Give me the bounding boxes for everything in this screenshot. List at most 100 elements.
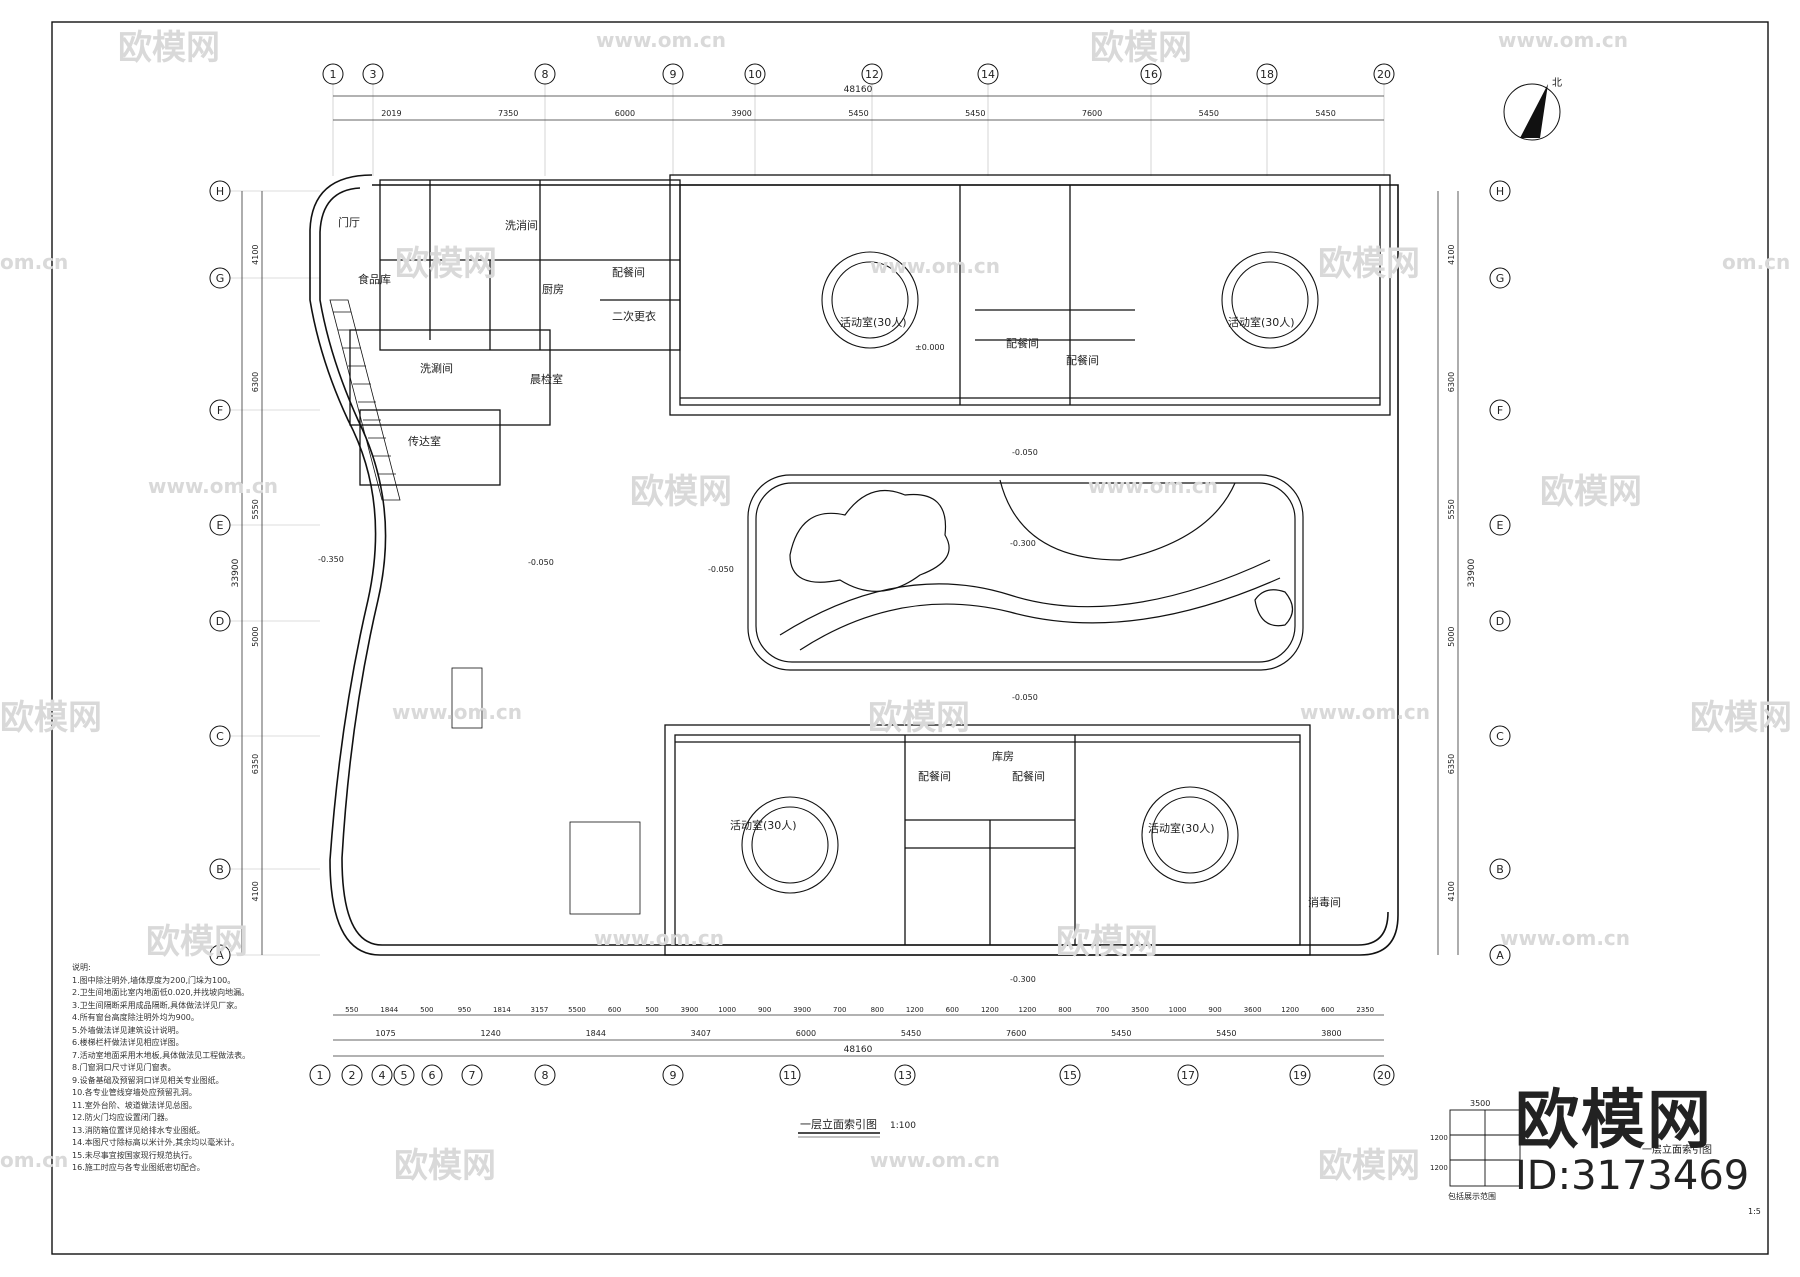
room-label: 二次更衣 bbox=[612, 309, 656, 323]
building-outline bbox=[309, 174, 1399, 956]
dimension-value: 1075 bbox=[375, 1029, 395, 1038]
axis-bubble-bottom: 9 bbox=[662, 1064, 684, 1086]
note-line: 16.施工时应与各专业图纸密切配合。 bbox=[72, 1163, 205, 1172]
level: -0.050 bbox=[1012, 693, 1038, 702]
note-line: 11.室外台阶、坡道做法详见总图。 bbox=[72, 1100, 197, 1110]
room-label: 门厅 bbox=[338, 215, 360, 229]
dimension-value: 5450 bbox=[848, 109, 868, 118]
dimension-value: 7600 bbox=[1006, 1029, 1026, 1038]
svg-text:1200: 1200 bbox=[1430, 1134, 1448, 1142]
svg-text:20: 20 bbox=[1377, 1069, 1391, 1082]
dimension-value: 1240 bbox=[480, 1029, 500, 1038]
axis-bubble-left: F bbox=[209, 399, 231, 421]
dimension-value: 3800 bbox=[1321, 1029, 1341, 1038]
svg-text:6: 6 bbox=[429, 1069, 436, 1082]
room-label: 食品库 bbox=[358, 272, 391, 286]
axis-bubble-right: C bbox=[1489, 725, 1511, 747]
svg-text:8: 8 bbox=[542, 1069, 549, 1082]
axis-bubble-left: D bbox=[209, 610, 231, 632]
dimension-value: 1814 bbox=[493, 1006, 511, 1014]
dimension-value: 7600 bbox=[1082, 109, 1102, 118]
room-label: 活动室(30人) bbox=[730, 818, 797, 832]
design-notes: 说明:1.图中除注明外,墙体厚度为200,门垛为100。2.卫生间地面比室内地面… bbox=[72, 962, 492, 1175]
dimension-total: 48160 bbox=[844, 85, 873, 95]
note-line: 说明: bbox=[72, 963, 91, 972]
dimension-value: 1844 bbox=[586, 1029, 606, 1038]
room-label: 配餐间 bbox=[1066, 353, 1099, 367]
svg-text:2: 2 bbox=[349, 1069, 356, 1082]
dimension-value: 700 bbox=[833, 1006, 846, 1014]
level: -0.050 bbox=[1012, 448, 1038, 457]
axis-bubble-bottom: 6 bbox=[421, 1064, 443, 1086]
dimension-value: 7350 bbox=[498, 109, 518, 118]
dimension-value: 2350 bbox=[1356, 1006, 1374, 1014]
axis-bubble-top: 14 bbox=[977, 63, 999, 85]
dimension-value: 6350 bbox=[1447, 754, 1456, 774]
dimension-value: 1200 bbox=[1281, 1006, 1299, 1014]
dimension-value: 800 bbox=[1058, 1006, 1071, 1014]
dimension-value: 5550 bbox=[1447, 499, 1456, 519]
svg-text:17: 17 bbox=[1181, 1069, 1195, 1082]
sheet-border bbox=[51, 21, 1769, 1255]
svg-text:1: 1 bbox=[317, 1069, 324, 1082]
svg-text:11: 11 bbox=[783, 1069, 797, 1082]
drawing-title: 一层立面索引图 1:100 bbox=[798, 1117, 916, 1138]
room-label: 晨检室 bbox=[530, 372, 563, 386]
dimension-value: 5500 bbox=[568, 1006, 586, 1014]
sheet-number: 1:5 bbox=[1748, 1207, 1761, 1216]
svg-text:E: E bbox=[1497, 519, 1504, 532]
svg-text:G: G bbox=[1496, 272, 1505, 285]
axis-bubble-bottom: 7 bbox=[461, 1064, 483, 1086]
axis-bubble-left: A bbox=[209, 944, 231, 966]
axis-bubble-right: A bbox=[1489, 944, 1511, 966]
dimension-value: 6300 bbox=[251, 372, 260, 392]
note-line: 3.卫生间隔断采用成品隔断,具体做法详见厂家。 bbox=[72, 1000, 243, 1010]
axis-bubble-top: 3 bbox=[362, 63, 384, 85]
svg-text:B: B bbox=[1496, 863, 1504, 876]
dimension-value: 600 bbox=[608, 1006, 621, 1014]
dimension-value: 3600 bbox=[1244, 1006, 1262, 1014]
dimension-value: 5000 bbox=[251, 626, 260, 646]
axis-bubble-bottom: 13 bbox=[894, 1064, 916, 1086]
note-line: 1.图中除注明外,墙体厚度为200,门垛为100。 bbox=[72, 975, 236, 985]
axis-bubble-left: G bbox=[209, 267, 231, 289]
side-title: 一层立面索引图 bbox=[1642, 1143, 1712, 1156]
axis-bubble-left: B bbox=[209, 858, 231, 880]
svg-text:E: E bbox=[217, 519, 224, 532]
dimension-value: 3900 bbox=[681, 1006, 699, 1014]
room-labels: 门厅 食品库 厨房 洗消间 配餐间 晨检室 二次更衣 洗涮间 传达室 活动室(3… bbox=[338, 215, 1341, 909]
axis-bubble-top: 8 bbox=[534, 63, 556, 85]
axis-bubble-right: D bbox=[1489, 610, 1511, 632]
svg-text:B: B bbox=[216, 863, 224, 876]
axis-bubble-top: 10 bbox=[744, 63, 766, 85]
dimension-value: 3900 bbox=[793, 1006, 811, 1014]
dimension-value: 6300 bbox=[1447, 372, 1456, 392]
level: ±0.000 bbox=[915, 343, 945, 352]
dimension-value: 5450 bbox=[1216, 1029, 1236, 1038]
svg-text:一层立面索引图: 一层立面索引图 bbox=[800, 1117, 877, 1131]
dimension-value: 5550 bbox=[251, 499, 260, 519]
dimension-value: 5450 bbox=[1199, 109, 1219, 118]
axis-bubble-bottom: 8 bbox=[534, 1064, 556, 1086]
svg-text:F: F bbox=[1497, 404, 1503, 417]
north-arrow: 北 bbox=[1503, 77, 1562, 141]
dimension-value: 6000 bbox=[615, 109, 635, 118]
legend-box: 3500 1200 1200 包括展示范围 bbox=[1430, 1099, 1521, 1201]
dimension-total: 33900 bbox=[1467, 558, 1477, 587]
level: -0.350 bbox=[318, 555, 344, 564]
svg-text:9: 9 bbox=[670, 1069, 677, 1082]
activity-circles bbox=[741, 251, 1319, 894]
room-label: 洗消间 bbox=[505, 218, 538, 232]
axis-bubble-top: 1 bbox=[322, 63, 344, 85]
room-label: 活动室(30人) bbox=[1148, 821, 1215, 835]
dimension-value: 6350 bbox=[251, 754, 260, 774]
dimension-value: 700 bbox=[1096, 1006, 1109, 1014]
room-label: 配餐间 bbox=[1006, 336, 1039, 350]
room-label: 消毒间 bbox=[1308, 895, 1341, 909]
